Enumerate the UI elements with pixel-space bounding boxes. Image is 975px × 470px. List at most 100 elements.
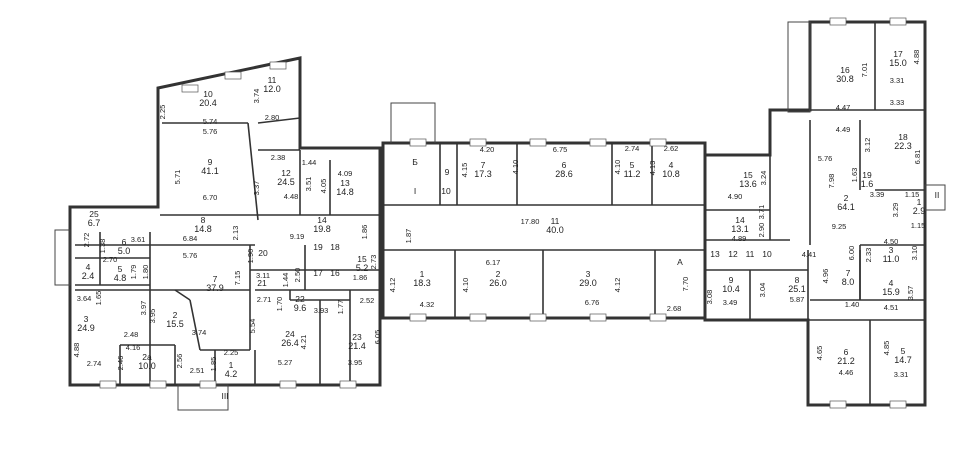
dimension-label: 4.16 [126, 343, 141, 352]
room-number: 23 [352, 332, 362, 342]
stair-label-right: II [935, 190, 940, 200]
room-number: 6 [562, 160, 567, 170]
room-area: 5.2 [356, 263, 369, 273]
room-number: 2 [844, 193, 849, 203]
room-number: 1 [917, 197, 922, 207]
room-area: 4.8 [114, 273, 127, 283]
outer-wall [703, 20, 927, 407]
room-number: 3 [889, 245, 894, 255]
dimension-label: 4.48 [284, 192, 299, 201]
dimension-label: 3.33 [890, 98, 905, 107]
dimension-label: 9.19 [290, 232, 305, 241]
room-number: 13 [710, 249, 720, 259]
dimension-label: 3.97 [139, 301, 148, 316]
dimension-label: 4.21 [299, 335, 308, 350]
dimension-label: 1.15 [905, 190, 920, 199]
room-number: 8 [795, 275, 800, 285]
dimension-label: 4.49 [836, 125, 851, 134]
window [149, 380, 167, 389]
room-area: 15.9 [882, 287, 900, 297]
room-number: 15 [743, 170, 753, 180]
dimension-label: 3.95 [348, 358, 363, 367]
room-number: 10 [441, 186, 451, 196]
room-number: I [414, 186, 416, 196]
dimension-label: 3.24 [759, 171, 768, 186]
room-number: 9 [208, 157, 213, 167]
dimension-label: 2.71 [257, 295, 272, 304]
window [469, 138, 487, 147]
dimension-label: 6.05 [373, 330, 382, 345]
room-area: 26.4 [281, 338, 299, 348]
dimension-label: 4.85 [882, 341, 891, 356]
room-number: 21 [257, 278, 267, 288]
dimension-label: 2.13 [231, 226, 240, 241]
room-number: 25 [89, 209, 99, 219]
room-area: 10.4 [722, 284, 740, 294]
room-area: 11.0 [883, 254, 900, 264]
right-stair [787, 21, 811, 113]
room-number: 1 [420, 269, 425, 279]
dimension-label: 1.86 [360, 225, 369, 240]
room-number: 12 [281, 168, 291, 178]
room-number: 13 [340, 178, 350, 188]
room-number: 3 [586, 269, 591, 279]
dimension-label: 4.20 [480, 145, 495, 154]
window [269, 61, 287, 70]
dimension-label: 1.90 [246, 249, 255, 264]
room-number: 4 [669, 160, 674, 170]
room-number: 1 [229, 360, 234, 370]
room-area: 64.1 [837, 202, 855, 212]
room-number: 5 [118, 264, 123, 274]
room-area: 19.8 [313, 224, 331, 234]
room-number: 12 [728, 249, 738, 259]
dimension-label: 1.15 [911, 221, 926, 230]
dimension-label: 1.70 [275, 297, 284, 312]
dimension-label: 3.08 [705, 290, 714, 305]
dimension-label: 2.33 [864, 248, 873, 263]
window [279, 380, 297, 389]
dimension-label: 3.61 [131, 235, 146, 244]
dimension-label: 4.88 [72, 343, 81, 358]
room-number: 16 [330, 268, 340, 278]
dimension-label: 2.25 [158, 105, 167, 120]
dimension-label: 7.01 [860, 63, 869, 78]
dimension-label: 2.74 [87, 359, 102, 368]
room-area: 17.3 [474, 169, 492, 179]
room-number: 7 [213, 274, 218, 284]
room-number: 8 [201, 215, 206, 225]
dimension-label: 3.04 [758, 283, 767, 298]
dimension-label: 1.40 [845, 300, 860, 309]
window [224, 71, 242, 80]
room-number: 2a [142, 352, 152, 362]
room-number: 11 [746, 249, 755, 259]
room-area: 15.5 [166, 319, 184, 329]
room-number: 15 [357, 254, 367, 264]
dimension-label: 5.76 [183, 251, 198, 260]
dimension-label: 2.50 [293, 268, 302, 283]
interior-wall [189, 299, 201, 351]
dimension-label: 1.79 [129, 265, 138, 280]
dimension-label: 6.75 [553, 145, 568, 154]
room-number: A [677, 257, 683, 267]
room-area: 26.0 [489, 278, 507, 288]
room-number: 6 [122, 237, 127, 247]
dimension-label: 3.37 [252, 181, 261, 196]
interior-wall [257, 117, 301, 124]
room-area: 14.8 [336, 187, 354, 197]
dimension-label: 1.44 [281, 273, 290, 288]
room-number: 24 [285, 329, 295, 339]
dimension-label: 1.65 [94, 291, 103, 306]
dimension-label: 1.87 [404, 229, 413, 244]
room-number: 14 [735, 215, 745, 225]
dimension-label: 3.93 [314, 306, 329, 315]
room-area: 1.6 [861, 179, 874, 189]
dimension-label: 4.13 [648, 161, 657, 176]
dimension-label: 2.46 [116, 356, 125, 371]
dimension-label: 2.52 [360, 296, 375, 305]
dimension-label: 3.71 [757, 205, 766, 220]
dimension-label: 5.71 [173, 170, 182, 185]
dimension-label: 3.31 [890, 76, 905, 85]
room-area: 21.4 [348, 341, 366, 351]
window [469, 313, 487, 322]
